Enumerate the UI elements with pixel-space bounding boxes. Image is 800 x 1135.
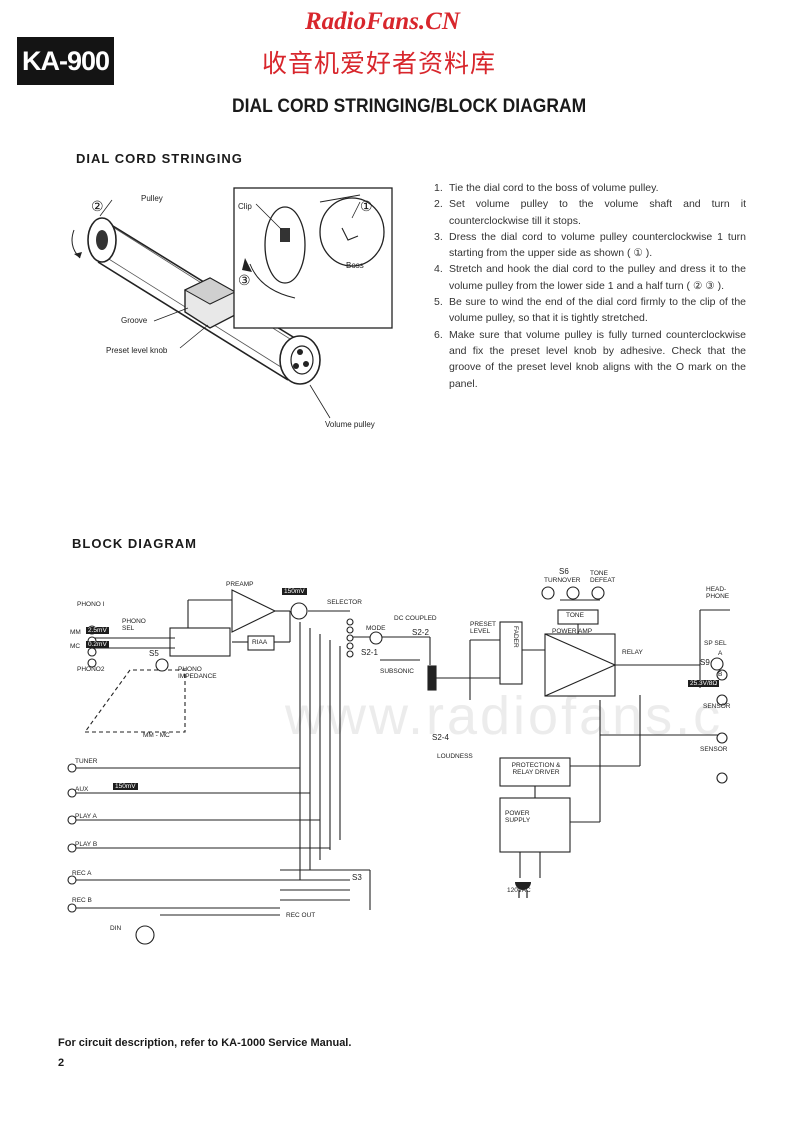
selector-label: SELECTOR [327,599,362,606]
sp-sel-label: SP SEL [704,640,727,647]
phono-impedance-label: PHONO IMPEDANCE [178,666,217,680]
din-label: DIN [110,925,122,932]
play-a-label: PLAY A [75,813,97,820]
rec-out-label: REC OUT [286,912,316,919]
s2-2-label: S2-2 [412,628,429,637]
step-item: 3.Dress the dial cord to volume pulley c… [434,230,746,260]
output-level-tag: 25.3V/8Ω [688,680,720,687]
rec-b-label: REC B [72,897,92,904]
dial-cord-illustration [71,187,393,419]
phono-sel-label: PHONO SEL [122,618,146,632]
site-name-cn: 收音机爱好者资料库 [262,49,497,78]
tuner-label: TUNER [75,758,98,765]
aux-level-tag: 150mV [113,783,138,790]
rec-a-label: REC A [72,870,92,877]
turnover-label: TURNOVER [544,577,581,584]
model-badge: KA-900 [17,37,114,85]
play-b-label: PLAY B [75,841,98,848]
preset-level-label: PRESET LEVEL [470,621,496,635]
tone-label: TONE [566,612,584,619]
mc-level-tag: 0.2mV [86,641,109,648]
phono2-label: PHONO2 [77,666,105,673]
preamp-label: PREAMP [226,581,254,588]
preamp-level-tag: 150mV [282,588,307,595]
step-item: 5.Be sure to wind the end of the dial co… [434,296,746,325]
watermark: www.radiofans.c [285,686,724,746]
phono1-label: PHONO I [77,601,105,608]
step-item: 6.Make sure that volume pulley is fully … [434,328,746,390]
subsonic-label: SUBSONIC [380,668,414,675]
pulley-label: Pulley [141,194,163,203]
s2-4-label: S2-4 [432,733,449,742]
mm-level-tag: 2.5mV [86,627,109,634]
loudness-label: LOUDNESS [437,753,473,760]
step2-marker: ② [91,198,104,214]
s2-1-label: S2-1 [361,648,378,657]
preset-knob-label: Preset level knob [106,346,168,355]
groove-label: Groove [121,316,148,325]
relay-label: RELAY [622,649,643,656]
aux-label: AUX [75,786,89,793]
page-title: DIAL CORD STRINGING/BLOCK DIAGRAM [232,96,587,117]
step3-marker: ③ [238,272,251,288]
mc-label: MC [70,643,81,650]
speaker-a-label: A [718,650,723,657]
dial-cord-heading: DIAL CORD STRINGING [76,151,243,166]
s9-label: S9 [700,658,710,667]
volume-pulley-label: Volume pulley [325,420,375,429]
sensor-label: SENSOR [703,703,731,710]
s3-label: S3 [352,873,362,882]
block-diagram-heading: BLOCK DIAGRAM [72,536,197,551]
power-supply-label: POWER SUPPLY [505,810,531,824]
sensor-label-2: SENSOR [700,746,728,753]
speaker-b-label: B [718,671,723,678]
dial-cord-steps: 1.Tie the dial cord to the boss of volum… [434,180,746,392]
step-item: 1.Tie the dial cord to the boss of volum… [434,182,659,194]
footer-note: For circuit description, refer to KA-100… [58,1037,352,1049]
tone-defeat-label: TONE DEFEAT [590,570,616,584]
mm-label: MM [70,629,81,636]
power-amp-label: POWER AMP [552,628,593,635]
step1-marker: ① [360,198,373,214]
s6-label: S6 [559,567,569,576]
clip-label: Clip [238,202,252,211]
step-item: 2.Set volume pulley to the volume shaft … [434,198,746,227]
boss-label: Boss [346,261,364,270]
site-name[interactable]: RadioFans.CN [305,8,460,35]
mode-label: MODE [366,625,386,632]
mm-mc-label: MM - MC [143,732,170,739]
block-diagram-wiring [67,586,730,945]
headphone-label: HEAD-PHONE [706,586,730,600]
ac-input-label: 120VAC [507,887,531,894]
step-item: 4.Stretch and hook the dial cord to the … [434,263,746,292]
dc-coupled-label: DC COUPLED [394,615,437,622]
fader-label: FADER [512,626,519,648]
protection-relay-driver-label: PROTECTION & RELAY DRIVER [511,762,561,776]
s5-label: S5 [149,649,159,658]
page-number: 2 [58,1057,65,1069]
riaa-label: RIAA [252,639,268,646]
